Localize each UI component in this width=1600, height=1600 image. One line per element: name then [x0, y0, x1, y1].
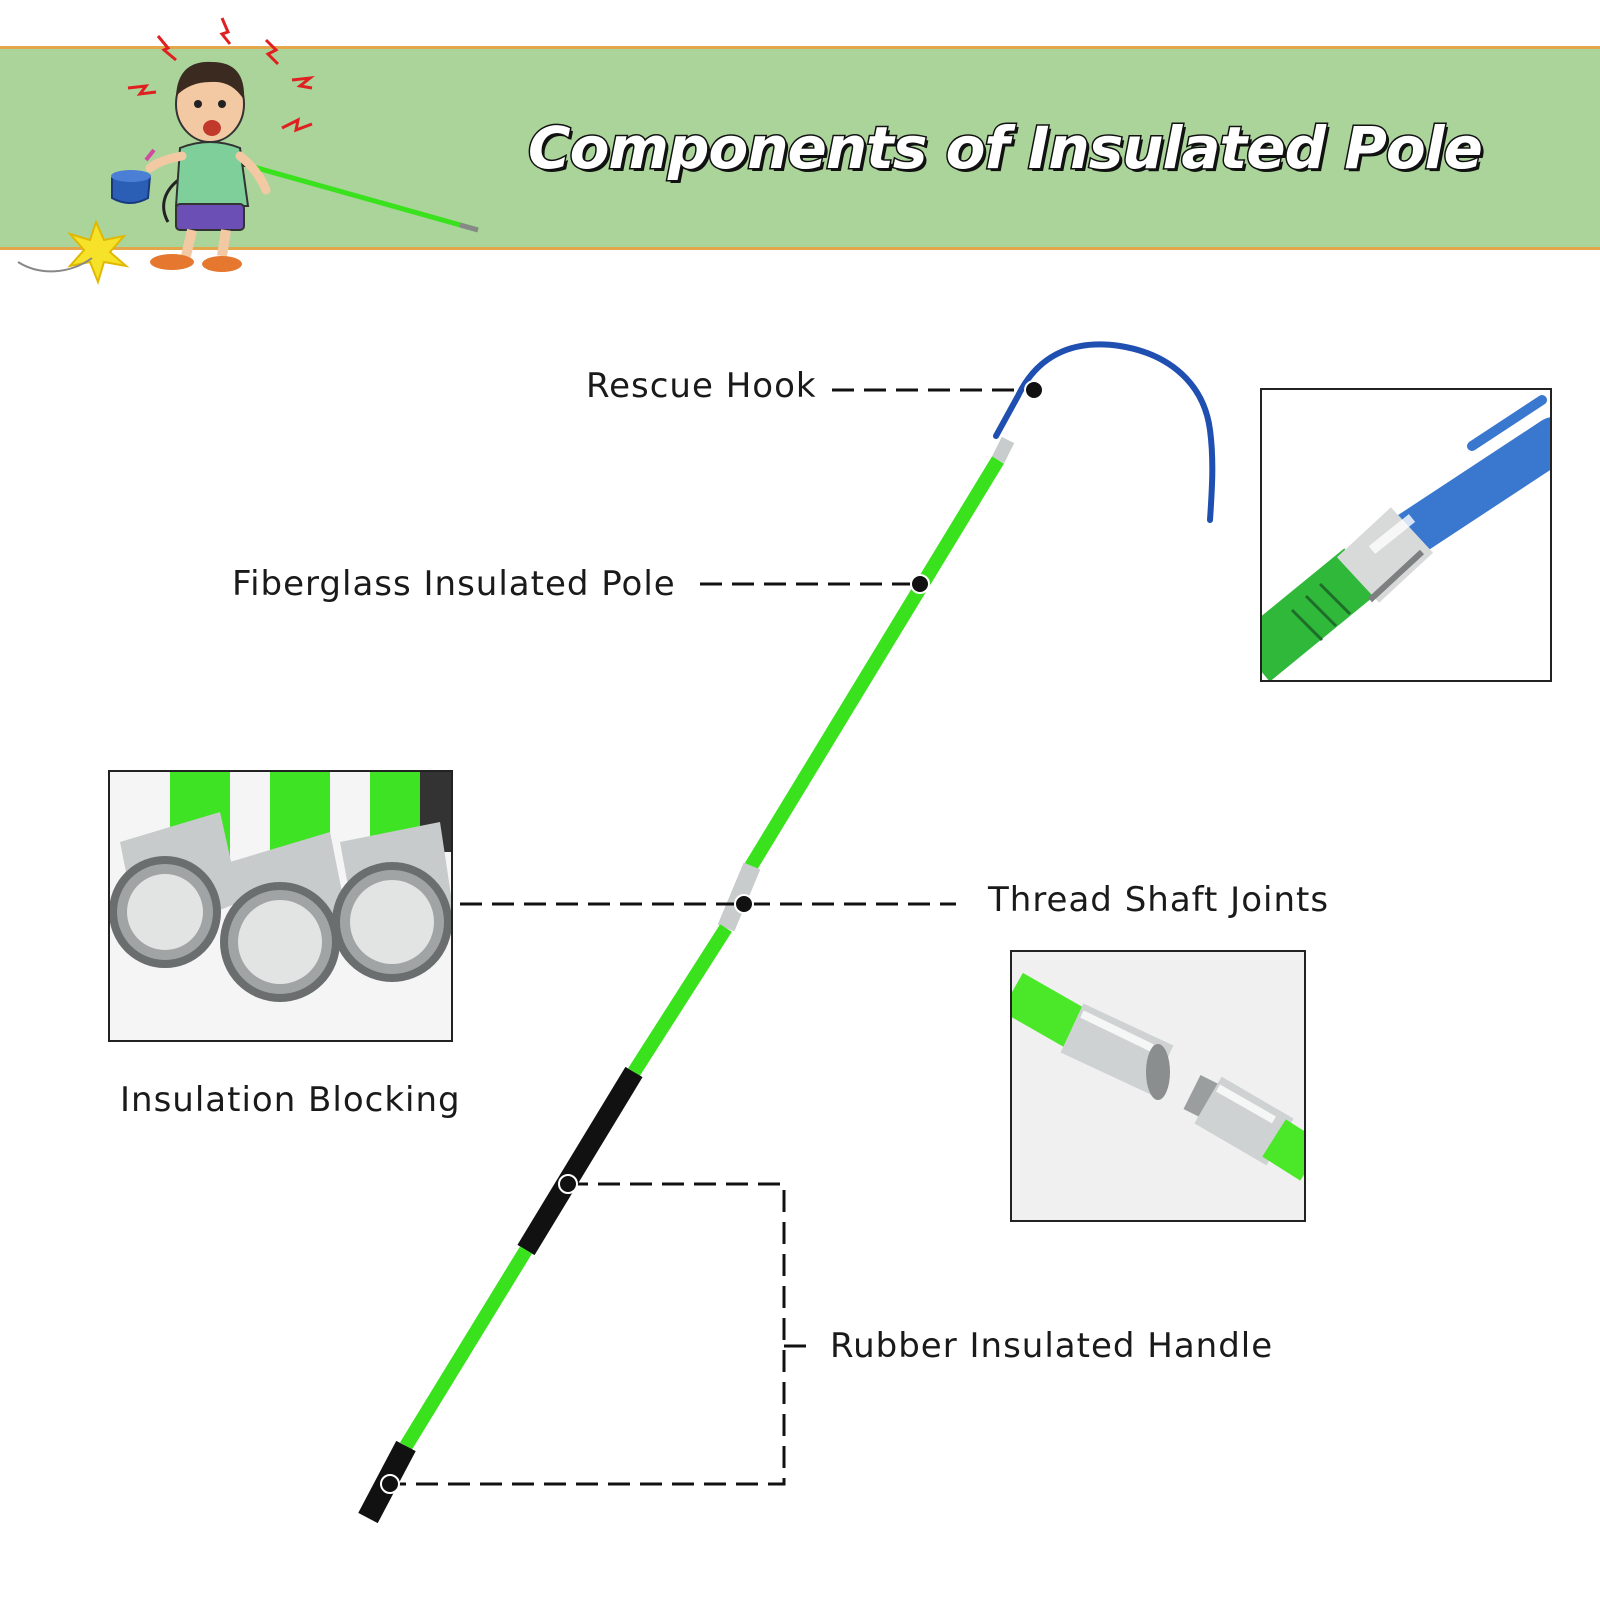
rescue-hook: [993, 341, 1216, 523]
fiberglass-pole-dot: [910, 574, 930, 594]
rescue-hook-dot: [1024, 380, 1044, 400]
handle-callout-bracket: [392, 1182, 786, 1486]
thread-joints-label: Thread Shaft Joints: [988, 880, 1330, 920]
fiberglass-pole-label: Fiberglass Insulated Pole: [232, 564, 676, 604]
hook-closeup-photo: [1260, 388, 1552, 682]
spark-icon: [66, 219, 130, 286]
fiberglass-pole-upper: [744, 456, 1004, 872]
handle-bottom-dot: [380, 1474, 400, 1494]
rescue-hook-label: Rescue Hook: [586, 366, 817, 406]
fiberglass-pole-bottom: [400, 1246, 532, 1450]
fiberglass-pole-lower: [628, 924, 732, 1076]
hook-ferrule: [991, 436, 1015, 464]
thread-joint-photo: [1010, 950, 1306, 1222]
handle-top-dot: [558, 1174, 578, 1194]
insulation-blocking-photo: [108, 770, 453, 1042]
rubber-handle-label: Rubber Insulated Handle: [830, 1326, 1274, 1366]
joint-dot: [734, 894, 754, 914]
child-electric-shock-illustration: [17, 17, 479, 286]
insulation-blocking-label: Insulation Blocking: [120, 1080, 461, 1120]
shock-bolt-icon: [127, 17, 315, 133]
rubber-handle: [517, 1066, 643, 1256]
page-title: Components of Insulated Pole: [527, 113, 1485, 184]
header-banner: [0, 46, 1600, 250]
